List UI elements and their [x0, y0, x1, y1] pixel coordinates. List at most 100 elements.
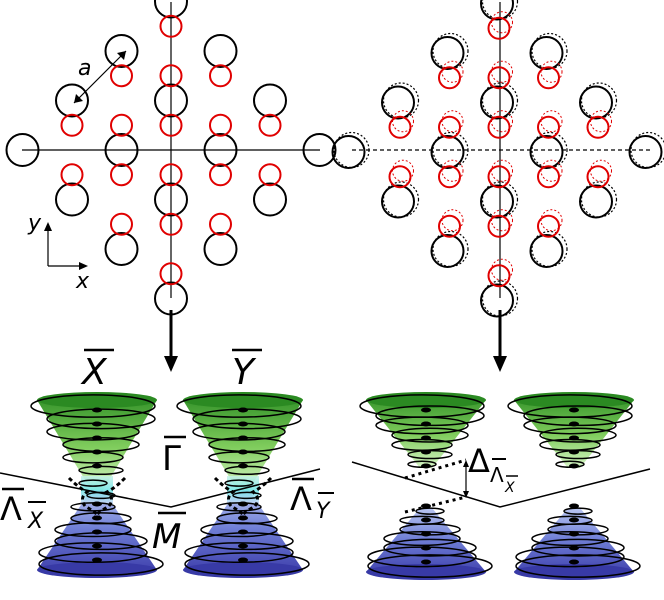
lower-contour: [415, 507, 445, 515]
cone-center-dot: [569, 559, 579, 565]
cone-center-dot: [92, 515, 102, 521]
neck-line: [93, 476, 127, 518]
dirac-cone: [359, 392, 493, 580]
cone-center-dot: [421, 435, 431, 441]
cone-center-dot: [421, 421, 431, 427]
symmetry-point-X: X: [80, 348, 114, 393]
small-atom: [209, 113, 232, 137]
cone-center-dot: [238, 543, 248, 549]
label-Delta-sub: Λ: [490, 463, 504, 487]
large-atoms-right: [331, 0, 663, 318]
lower-cone-body: [514, 508, 634, 578]
small-atom: [487, 214, 511, 238]
large-atom: [331, 135, 366, 169]
large-atom: [55, 182, 89, 217]
cone-center-dot: [421, 517, 431, 523]
displaced-atom: [531, 230, 568, 268]
label-X: X: [80, 352, 108, 393]
lattice-left: a y x: [5, 0, 337, 316]
cone-center-dot: [569, 407, 579, 413]
small-atom: [110, 113, 133, 137]
upper-contour: [375, 416, 469, 435]
bz-path-left: [0, 468, 321, 508]
cone-center-dot: [569, 503, 579, 509]
cone-center-dot: [569, 517, 579, 523]
large-atom: [203, 34, 238, 68]
lattice-constant-arrowhead-top: [117, 51, 126, 60]
large-atom: [480, 85, 514, 120]
large-atom: [302, 133, 337, 167]
large-atom: [55, 83, 89, 118]
upper-contour: [30, 394, 156, 418]
neck-line: [213, 476, 247, 518]
label-Lambda-X-sub: X: [27, 509, 44, 534]
displaced-atom: [382, 181, 420, 218]
label-M: M: [152, 517, 181, 557]
cone-center-dot: [569, 421, 579, 427]
cone-center-dot: [238, 557, 248, 563]
label-Y: Y: [232, 352, 257, 393]
bz-path-right: [351, 461, 651, 508]
small-atoms-right: [388, 16, 610, 288]
large-atom: [104, 133, 139, 167]
dirac-cone: [30, 392, 164, 578]
cone-center-dot: [92, 543, 102, 549]
small-atom: [537, 66, 560, 90]
cone-center-dot: [421, 531, 431, 537]
upper-contour: [224, 479, 254, 487]
cone-center-dot: [238, 515, 248, 521]
small-atom: [537, 214, 560, 238]
dirac-cone: [176, 392, 310, 578]
x-axis-arrowhead: [79, 262, 88, 270]
upper-contour: [78, 479, 108, 487]
large-atom: [529, 135, 564, 169]
gap-arrowhead-top: [463, 460, 469, 467]
cone-center-dot: [569, 531, 579, 537]
small-atom: [110, 163, 133, 187]
displaced-atom: [432, 32, 469, 70]
cone-center-dot: [92, 463, 102, 469]
large-atom: [430, 36, 465, 70]
lower-cone-body: [366, 508, 486, 578]
lower-contour: [547, 515, 593, 525]
small-atom: [438, 165, 461, 189]
cone-center-dot: [421, 463, 431, 469]
cone-center-dot: [421, 545, 431, 551]
lattice-constant-label: a: [78, 56, 91, 81]
cone-center-dot: [92, 557, 102, 563]
small-atom: [487, 264, 511, 288]
dirac-cones: [30, 392, 641, 580]
label-Delta-subsub: X: [504, 480, 515, 496]
small-atom: [159, 262, 183, 286]
symmetry-point-Y: Y: [232, 348, 262, 393]
upper-contour: [176, 394, 302, 418]
cone-center-dot: [92, 529, 102, 535]
lattice-constant-arrowhead-bottom: [74, 94, 83, 103]
large-atom: [104, 34, 139, 68]
large-atom: [381, 85, 415, 120]
large-atom: [5, 133, 40, 167]
cone-center-dot: [92, 407, 102, 413]
small-atom: [159, 113, 183, 137]
label-Lambda-X: Λ: [0, 490, 22, 528]
upper-contour: [391, 427, 469, 443]
displaced-atom: [630, 131, 664, 169]
lower-contour: [515, 554, 641, 578]
upper-cone-body: [366, 394, 486, 468]
displaced-atom: [382, 82, 420, 119]
displaced-atom: [481, 0, 519, 20]
cone-center-dot: [238, 421, 248, 427]
cone-center-dot: [569, 463, 579, 469]
large-atom: [480, 184, 514, 219]
lower-contour: [38, 542, 148, 564]
lattice-right: [331, 0, 664, 318]
lower-contour: [563, 507, 593, 515]
displaced-atom: [481, 82, 519, 119]
symmetry-point-M: M: [152, 511, 186, 557]
cone-center-dot: [421, 449, 431, 455]
small-atom: [388, 115, 412, 139]
large-atom: [154, 0, 188, 19]
neck-line: [67, 476, 101, 518]
cone-center-dot: [238, 529, 248, 535]
label-Delta: Δ: [468, 442, 490, 480]
